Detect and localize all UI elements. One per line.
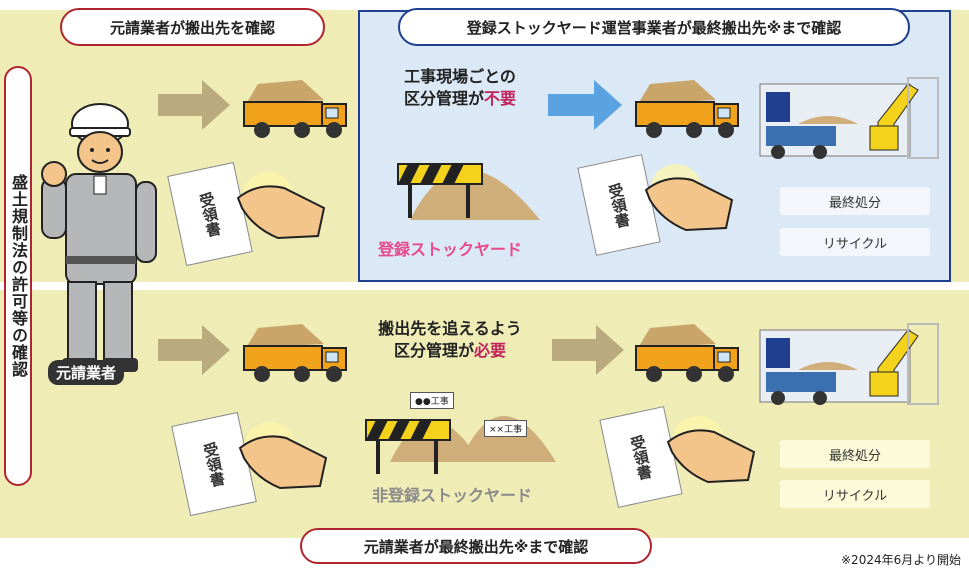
footnote: ※2024年6月より開始	[841, 553, 961, 567]
top-recycle-box: リサイクル	[780, 228, 930, 256]
top-caption: 工事現場ごとの 区分管理が不要	[403, 67, 517, 108]
barrier-icon-b	[365, 419, 451, 474]
barrier-icon	[397, 163, 483, 218]
worker-label: 元請業者	[48, 360, 125, 385]
arrow-icon	[158, 80, 230, 130]
dump-truck-icon-b2	[635, 324, 739, 382]
side-label: 盛土規制法の許可等の確認	[4, 66, 32, 486]
bottom-recycle-box: リサイクル	[780, 480, 930, 508]
non-registered-stockyard-label: 非登録ストックヤード	[372, 486, 533, 505]
bottom-title: 元請業者が最終搬出先※まで確認	[300, 528, 652, 564]
hand-icon-2	[644, 164, 734, 232]
construction-tag-2: ××工事	[484, 420, 528, 437]
facility-icon	[759, 77, 939, 159]
dump-truck-icon	[243, 80, 347, 138]
top-final-disposal-box: 最終処分	[780, 187, 930, 215]
bottom-caption: 搬出先を追えるよう 区分管理が必要	[378, 319, 522, 360]
dump-truck-icon-b1	[243, 324, 347, 382]
hand-icon-b2	[666, 416, 756, 484]
facility-icon-b	[759, 323, 939, 405]
hand-icon-b1	[238, 422, 328, 490]
blue-arrow-icon	[548, 80, 622, 130]
left-top-title: 元請業者が搬出先を確認	[60, 8, 325, 46]
right-top-title: 登録ストックヤード運営事業者が最終搬出先※まで確認	[398, 8, 910, 46]
bottom-final-disposal-box: 最終処分	[780, 440, 930, 468]
arrow-icon-b1	[158, 325, 230, 375]
dump-truck-icon-2	[635, 80, 739, 138]
construction-tag-1: ●●工事	[410, 392, 454, 409]
arrow-icon-b2	[552, 325, 624, 375]
registered-stockyard-label: 登録ストックヤード	[378, 240, 523, 259]
worker-icon	[41, 103, 157, 372]
hand-icon	[236, 172, 326, 240]
